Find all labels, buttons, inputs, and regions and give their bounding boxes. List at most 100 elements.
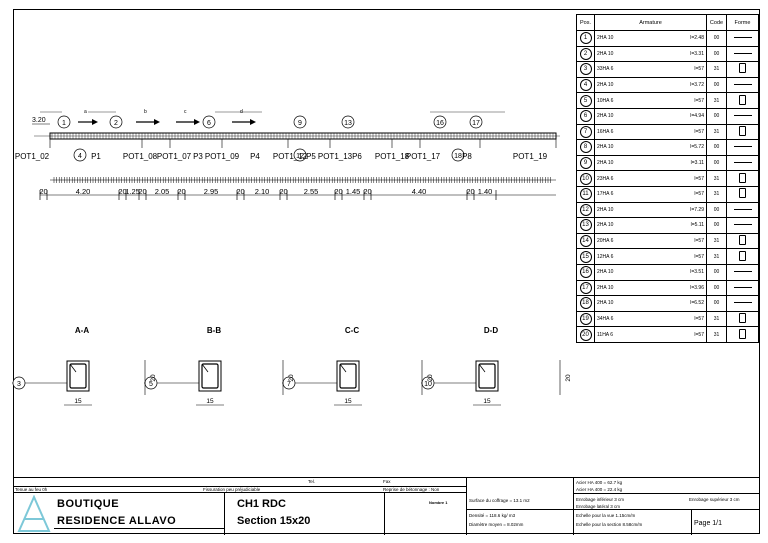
- armature-shape: [726, 263, 759, 281]
- under-marker-label: 18: [454, 153, 462, 160]
- armature-shape: [726, 232, 759, 250]
- nombre-label: Nombre 1: [429, 500, 448, 505]
- span-label: 20: [334, 187, 342, 196]
- armature-shape: [726, 139, 759, 156]
- bar-marker-circle: [57, 115, 71, 129]
- beam-body: [34, 132, 560, 140]
- post-label: P4: [250, 152, 260, 161]
- title-block: Tel. Fax Tenue au feu 0h Fissuration peu…: [13, 477, 760, 535]
- armature-shape: [726, 154, 759, 172]
- arrow-head: [92, 119, 98, 125]
- densite-label: Densité = 118.6 kg/ m3: [469, 513, 516, 518]
- armature-shape: [726, 201, 759, 219]
- span-label: 2.10: [255, 187, 270, 196]
- armature-code: 31: [706, 61, 727, 78]
- beam-hatch: [51, 133, 554, 139]
- armature-pos: 12: [576, 201, 595, 219]
- under-marker-label: 12: [296, 153, 304, 160]
- post-label: POT1_07: [157, 152, 192, 161]
- stirrup-hook: [69, 363, 77, 373]
- armature-pos: 11: [576, 185, 595, 203]
- armature-code: 31: [706, 92, 727, 109]
- post-label: POT1_18: [375, 152, 410, 161]
- section-stirrup: [478, 363, 496, 389]
- bar-marker-label: 13: [344, 120, 352, 127]
- straight-bar-shape-icon: [733, 271, 752, 273]
- stirrup-shape-icon: [739, 188, 746, 199]
- armature-pos: 13: [576, 217, 595, 234]
- post-label: POT1_19: [513, 152, 548, 161]
- armature-pos: 15: [576, 248, 595, 265]
- stirrup-shape-icon: [739, 63, 746, 74]
- stirrup-hook: [478, 363, 486, 373]
- reprise-label: Reprise de bétonnage : Non: [383, 487, 440, 492]
- armature-code: 00: [706, 76, 727, 94]
- armature-pos: 20: [576, 326, 595, 343]
- stirrup-shape-icon: [739, 312, 746, 323]
- armature-code: 31: [706, 310, 727, 328]
- enrobage-superieur: Enrobage supérieur 3 cm: [689, 497, 740, 502]
- stirrup-hook: [339, 363, 347, 373]
- armature-code: 31: [706, 123, 727, 141]
- col-pos: Pos.: [576, 14, 595, 31]
- stirrup-shape-icon: [739, 125, 746, 136]
- stirrup-shape-icon: [739, 250, 746, 261]
- armature-shape: [726, 76, 759, 94]
- section-marker-label: 10: [424, 381, 432, 388]
- section-title: C-C: [345, 326, 359, 335]
- bar-marker-circle: [202, 115, 216, 129]
- armature-code: 00: [706, 30, 727, 47]
- armature-code: 00: [706, 107, 727, 125]
- armature-pos: 14: [576, 232, 595, 250]
- post-ticks: [49, 139, 557, 148]
- section-width-label: 15: [344, 398, 352, 405]
- armature-pos: 1: [576, 30, 595, 47]
- tel-label: Tel.: [308, 479, 316, 484]
- post-label: P5: [306, 152, 316, 161]
- span-label: 2.05: [155, 187, 170, 196]
- section-outline: [198, 360, 222, 392]
- company-logo-icon: [17, 495, 51, 532]
- section-height-label: 20: [150, 374, 157, 382]
- span-label: 2.55: [304, 187, 319, 196]
- section-width-label: 15: [74, 398, 82, 405]
- armature-shape: [726, 279, 759, 297]
- armature-code: 31: [706, 232, 727, 250]
- armature-shape: [726, 30, 759, 47]
- bar-marker-label: 17: [472, 120, 480, 127]
- section-width-label: 15: [483, 398, 491, 405]
- armature-code: 31: [706, 170, 727, 187]
- armature-shape: [726, 248, 759, 265]
- under-marker-label: 4: [78, 153, 82, 160]
- section-title: A-A: [75, 326, 89, 335]
- straight-bar-shape-icon: [733, 52, 752, 54]
- armature-shape: [726, 45, 759, 63]
- tenue-label: Tenue au feu 0h: [15, 487, 48, 492]
- armature-code: 00: [706, 201, 727, 219]
- element-section: Section 15x20: [237, 515, 311, 527]
- post-label: POT1_09: [205, 152, 240, 161]
- echelle-section: Echelle pour la section 8.58cm/m: [576, 522, 643, 527]
- section-outline: [475, 360, 499, 392]
- armature-shape: [726, 61, 759, 78]
- straight-bar-shape-icon: [733, 115, 752, 117]
- under-marker-circle: [451, 148, 465, 162]
